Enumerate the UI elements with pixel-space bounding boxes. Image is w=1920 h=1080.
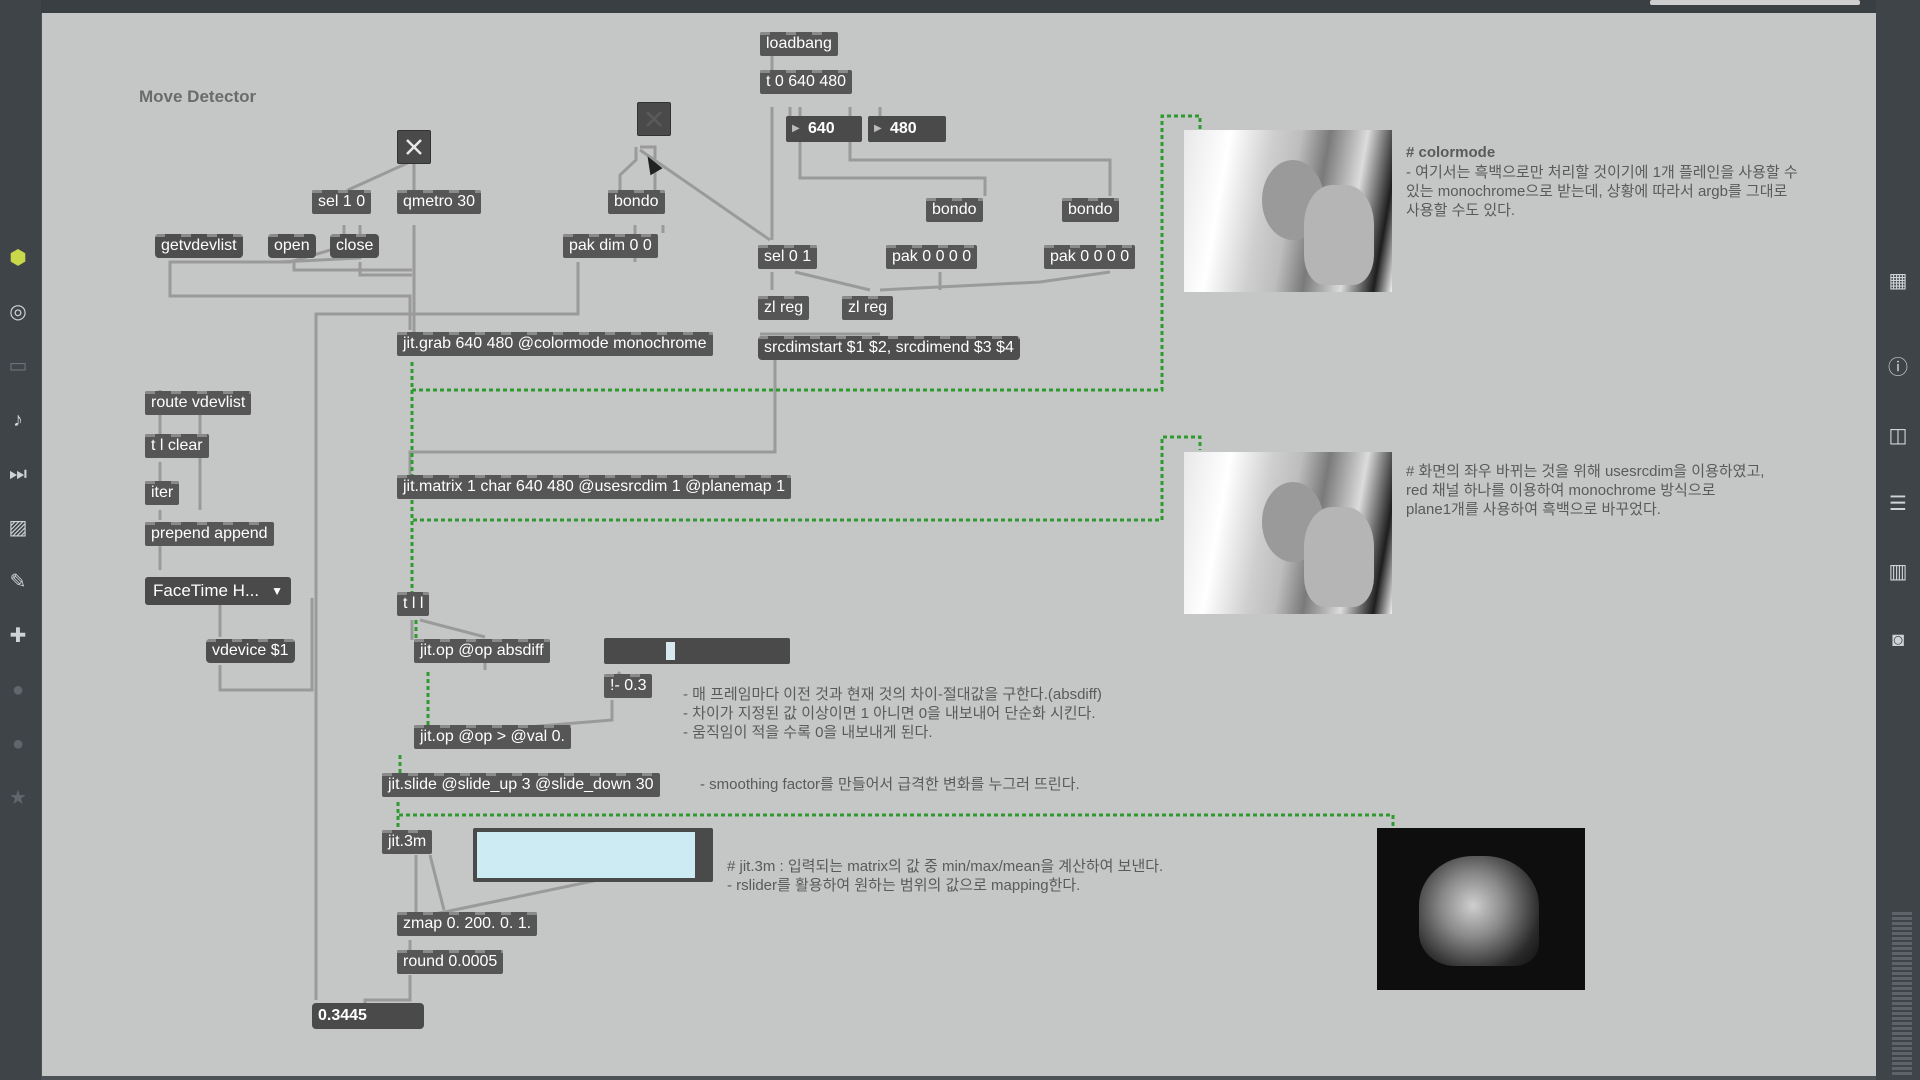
trigger-ll-object[interactable]: t l l bbox=[397, 592, 430, 616]
number-triangle-icon: ▶ bbox=[792, 123, 800, 134]
star-icon[interactable]: ★ bbox=[9, 787, 27, 809]
number-value: 640 bbox=[808, 120, 835, 137]
bondo-object[interactable]: bondo bbox=[608, 190, 665, 214]
paperclip-icon[interactable]: ✎ bbox=[9, 571, 27, 593]
device-menu[interactable]: FaceTime H... ▼ bbox=[145, 577, 291, 605]
scroll-tab[interactable] bbox=[1650, 0, 1860, 5]
b-icon[interactable]: ● bbox=[11, 733, 25, 755]
video-preview-motion bbox=[1377, 828, 1585, 990]
device-menu-value: FaceTime H... bbox=[153, 581, 260, 600]
sel-1-0-object[interactable]: sel 1 0 bbox=[312, 190, 372, 214]
left-sidebar: ⬢ ◎ ▭ ♪ ⏭ ▨ ✎ ✚ ● ● ★ bbox=[0, 0, 41, 1080]
video-preview-matrix bbox=[1184, 452, 1392, 614]
motion-shape bbox=[1419, 856, 1539, 966]
slider-knob[interactable] bbox=[666, 642, 675, 660]
target-icon[interactable]: ◎ bbox=[9, 301, 27, 323]
columns-icon[interactable]: ◫ bbox=[1888, 425, 1908, 447]
trigger-clear-object[interactable]: t l clear bbox=[145, 434, 209, 458]
jit-3m-object[interactable]: jit.3m bbox=[382, 830, 433, 854]
image-icon[interactable]: ▨ bbox=[8, 517, 28, 539]
slider[interactable] bbox=[604, 638, 790, 664]
zmap-object[interactable]: zmap 0. 200. 0. 1. bbox=[397, 912, 538, 936]
rslider-range[interactable] bbox=[477, 832, 695, 878]
toggle-on[interactable] bbox=[397, 130, 431, 164]
puzzle-icon[interactable]: ✚ bbox=[9, 625, 27, 647]
colormode-comment: - 여기서는 흑백으로만 처리할 것이기에 1개 플레인을 사용할 수 있는 m… bbox=[1406, 164, 1798, 219]
jit-grab-object[interactable]: jit.grab 640 480 @colormode monochrome bbox=[397, 332, 713, 356]
jit-op-absdiff-object[interactable]: jit.op @op absdiff bbox=[414, 639, 550, 663]
absdiff-comment: - 매 프레임마다 이전 것과 현재 것의 차이-절대값을 구한다.(absdi… bbox=[683, 686, 1102, 741]
sequence-icon[interactable]: ⏭ bbox=[9, 463, 27, 485]
toggle-off[interactable] bbox=[637, 102, 671, 136]
close-icon bbox=[646, 111, 662, 127]
pak-object[interactable]: pak 0 0 0 0 bbox=[886, 245, 978, 269]
zl-reg-object[interactable]: zl reg bbox=[842, 296, 894, 320]
round-object[interactable]: round 0.0005 bbox=[397, 950, 504, 974]
smoothing-comment: - smoothing factor를 만들어서 급격한 변화를 누그러 뜨린다… bbox=[700, 776, 1080, 793]
pak-object[interactable]: pak 0 0 0 0 bbox=[1044, 245, 1136, 269]
jit-slide-object[interactable]: jit.slide @slide_up 3 @slide_down 30 bbox=[382, 773, 660, 797]
music-note-icon[interactable]: ♪ bbox=[13, 409, 23, 431]
route-vdevlist-object[interactable]: route vdevlist bbox=[145, 391, 252, 415]
top-bar bbox=[0, 0, 1920, 13]
number-box-480[interactable]: ▶ 480 bbox=[868, 116, 946, 142]
usesrcdim-comment: # 화면의 좌우 바뀌는 것을 위해 usesrcdim을 이용하였고, red… bbox=[1406, 463, 1765, 518]
loadbang-object[interactable]: loadbang bbox=[760, 32, 838, 56]
video-preview-grab bbox=[1184, 130, 1392, 292]
right-sidebar: ▦ ⓘ ◫ ☰ ▥ ◙ bbox=[1876, 0, 1920, 1080]
close-icon bbox=[406, 139, 422, 155]
result-number-box[interactable]: 0.3445 bbox=[312, 1003, 424, 1029]
zl-reg-object[interactable]: zl reg bbox=[758, 296, 810, 320]
film-icon[interactable]: ▭ bbox=[8, 355, 28, 377]
level-meter bbox=[1892, 910, 1912, 1075]
number-box-640[interactable]: ▶ 640 bbox=[786, 116, 862, 142]
close-message[interactable]: close bbox=[330, 234, 380, 258]
reverse-minus-object[interactable]: !- 0.3 bbox=[604, 674, 653, 698]
prepend-append-object[interactable]: prepend append bbox=[145, 522, 274, 546]
patch-title: Move Detector bbox=[139, 87, 257, 106]
vdevice-message[interactable]: vdevice $1 bbox=[206, 639, 295, 663]
list-icon[interactable]: ☰ bbox=[1889, 493, 1907, 515]
p-icon[interactable]: ● bbox=[11, 679, 25, 701]
pak-dim-object[interactable]: pak dim 0 0 bbox=[563, 234, 658, 258]
bondo-object[interactable]: bondo bbox=[1062, 198, 1119, 222]
bondo-object[interactable]: bondo bbox=[926, 198, 983, 222]
grid-icon[interactable]: ▦ bbox=[1888, 270, 1908, 292]
iter-object[interactable]: iter bbox=[145, 481, 180, 505]
info-icon[interactable]: ⓘ bbox=[1888, 357, 1908, 379]
rslider[interactable] bbox=[473, 828, 713, 882]
jit3m-comment: # jit.3m : 입력되는 matrix의 값 중 min/max/mean… bbox=[727, 858, 1164, 894]
book-icon[interactable]: ▥ bbox=[1888, 561, 1908, 583]
number-triangle-icon: ▶ bbox=[874, 123, 882, 134]
number-value: 480 bbox=[890, 120, 917, 137]
hand-shape bbox=[1304, 185, 1374, 285]
jit-matrix-object[interactable]: jit.matrix 1 char 640 480 @usesrcdim 1 @… bbox=[397, 475, 791, 499]
colormode-comment-title: # colormode bbox=[1406, 144, 1496, 161]
qmetro-object[interactable]: qmetro 30 bbox=[397, 190, 482, 214]
open-message[interactable]: open bbox=[268, 234, 316, 258]
cube-icon[interactable]: ⬢ bbox=[9, 247, 27, 269]
getvdevlist-message[interactable]: getvdevlist bbox=[155, 234, 243, 258]
camera-icon[interactable]: ◙ bbox=[1891, 629, 1905, 651]
hand-shape bbox=[1304, 507, 1374, 607]
trigger-object[interactable]: t 0 640 480 bbox=[760, 70, 853, 94]
chevron-down-icon: ▼ bbox=[271, 584, 283, 598]
jit-op-gt-object[interactable]: jit.op @op > @val 0. bbox=[414, 725, 571, 749]
srcdim-message[interactable]: srcdimstart $1 $2, srcdimend $3 $4 bbox=[758, 336, 1020, 360]
sel-0-1-object[interactable]: sel 0 1 bbox=[758, 245, 818, 269]
